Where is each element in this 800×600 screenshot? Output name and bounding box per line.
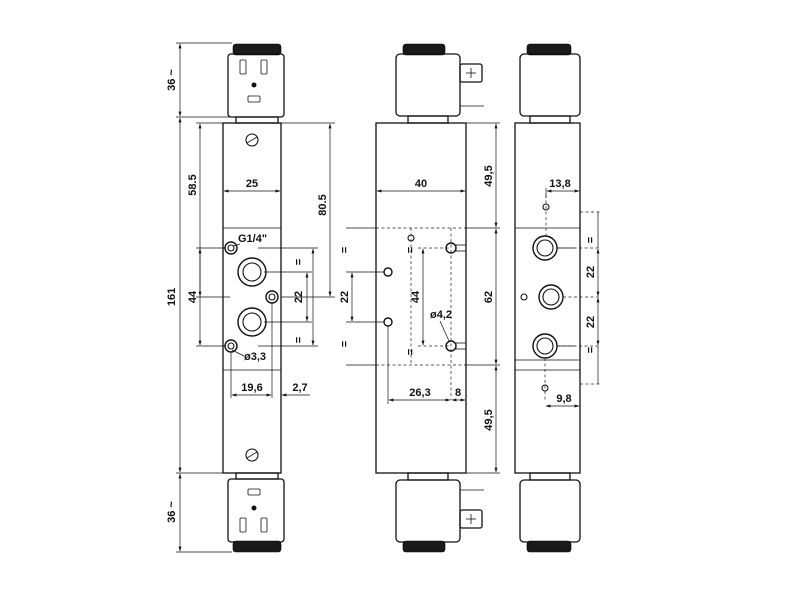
front-top-coil-body [395, 53, 461, 117]
dim-port-span-left: 44 [187, 290, 199, 303]
right-bottom-coil-body [519, 479, 581, 543]
left-mount-hole-top [224, 241, 238, 255]
equal-mark-front-lower: = [339, 341, 351, 347]
dim-hole-span-front: 44 [410, 290, 422, 303]
dim-upper-block: 49,5 [483, 165, 495, 186]
right-bottom-knurl [526, 540, 572, 553]
left-top-coil [227, 43, 285, 124]
equal-mark-right-top: = [585, 237, 597, 243]
equal-mark-front-right-top: = [405, 247, 417, 253]
left-view: 36 ~ 161 36 ~ 58.5 44 25 80.5 G1/4" [166, 42, 351, 553]
dim-offset-27: 2,7 [292, 382, 307, 394]
dim-hole-offset: 19,6 [241, 382, 262, 394]
dim-pitch-22-b: 22 [339, 291, 351, 303]
front-bottom-knurl [402, 540, 446, 553]
equal-mark-left-lower: = [293, 337, 305, 343]
front-top-coil [395, 43, 484, 124]
equal-mark-left-upper: = [293, 259, 305, 265]
dim-port-thread: G1/4" [238, 233, 267, 245]
dim-mid-block: 62 [483, 291, 495, 303]
left-port-lower [237, 307, 267, 337]
right-port-upper [532, 235, 575, 261]
left-bottom-screw [245, 448, 259, 462]
dim-pitch-22-a: 22 [293, 291, 305, 303]
dim-coil-top: 36 ~ [166, 69, 178, 91]
dim-width-left: 25 [246, 178, 258, 190]
dim-total-length: 161 [166, 288, 178, 306]
left-bottom-coil-body [227, 478, 285, 543]
right-top-coil [519, 43, 581, 124]
right-top-knurl [526, 43, 572, 56]
dim-hole-pos-front: 26,3 [409, 387, 430, 399]
right-small-hole-left [520, 293, 528, 301]
dim-coil-bottom: 36 ~ [166, 501, 178, 523]
dim-hole-dia: ø4,2 [430, 309, 452, 321]
front-hole-mid-lower [383, 317, 393, 327]
front-bottom-coil [395, 472, 484, 553]
left-top-knurl [232, 43, 282, 56]
left-port-side [265, 290, 279, 304]
front-bottom-coil-body [395, 479, 461, 543]
dim-right-pitch-a: 22 [585, 266, 597, 278]
right-top-coil-body [519, 53, 581, 117]
front-hole-bottom-right [445, 340, 467, 352]
dim-port-to-top: 58.5 [187, 174, 199, 195]
right-port-middle [538, 284, 564, 310]
dim-right-top-offset: 13,8 [549, 178, 570, 190]
dim-right-pitch-b: 22 [585, 316, 597, 328]
right-bottom-coil [519, 472, 581, 553]
dim-mount-height: 80.5 [317, 194, 329, 215]
front-hole-top-right [445, 242, 467, 254]
left-mount-hole-bottom [224, 339, 238, 353]
dim-mount-hole: ø3,3 [244, 351, 266, 363]
equal-mark-front-right-bottom: = [405, 349, 417, 355]
front-hole-mid-upper [383, 267, 393, 277]
front-view: 40 49,5 62 49,5 = = 44 = = ø4,2 [339, 43, 500, 553]
dim-width-front: 40 [415, 178, 427, 190]
left-port-upper [237, 257, 267, 287]
equal-mark-right-bottom: = [585, 347, 597, 353]
right-view: 13,8 22 22 = = 9,8 [514, 43, 600, 553]
equal-mark-front-upper: = [339, 247, 351, 253]
dim-8: 8 [455, 387, 461, 399]
dim-right-bottom-offset: 9,8 [556, 393, 571, 405]
left-top-screw [245, 133, 259, 147]
front-top-knurl [402, 43, 446, 56]
left-bottom-coil [227, 472, 285, 553]
dim-lower-block: 49,5 [483, 409, 495, 430]
left-bottom-knurl [232, 540, 282, 553]
